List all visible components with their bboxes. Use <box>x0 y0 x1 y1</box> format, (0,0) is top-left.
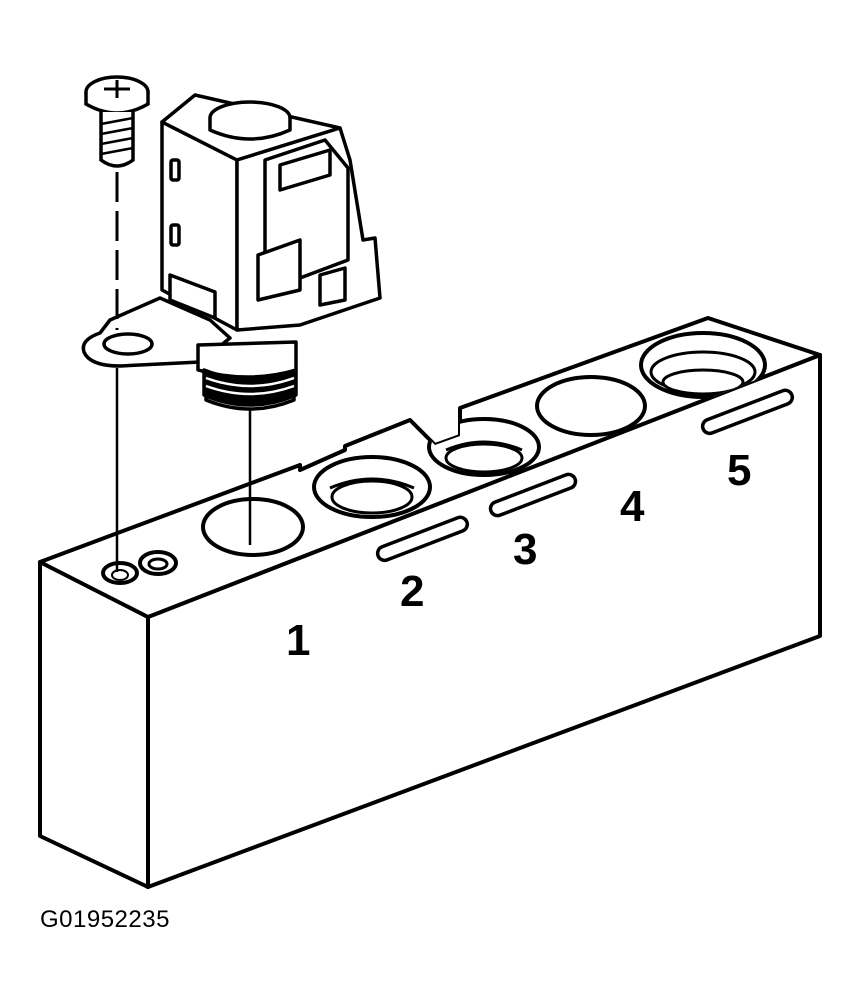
bore-1 <box>201 497 305 557</box>
bolt <box>84 75 150 168</box>
bore-2 <box>312 455 432 519</box>
bore-3 <box>427 417 541 477</box>
solenoid <box>81 93 382 411</box>
slot-1 <box>375 515 470 563</box>
bore-label-2: 2 <box>400 567 424 616</box>
bore-4 <box>535 375 647 437</box>
bore-number-labels: 1 2 3 4 5 <box>286 446 751 665</box>
valve-body-block <box>38 316 822 889</box>
slot-2 <box>488 472 578 518</box>
bore-label-1: 1 <box>286 616 310 665</box>
slot-3 <box>700 388 795 436</box>
bore-5 <box>639 331 767 399</box>
figure-id: G01952235 <box>40 906 170 933</box>
bore-label-4: 4 <box>620 482 645 531</box>
bore-label-5: 5 <box>727 446 751 495</box>
installation-lines <box>115 172 252 572</box>
bore-label-3: 3 <box>513 525 537 574</box>
